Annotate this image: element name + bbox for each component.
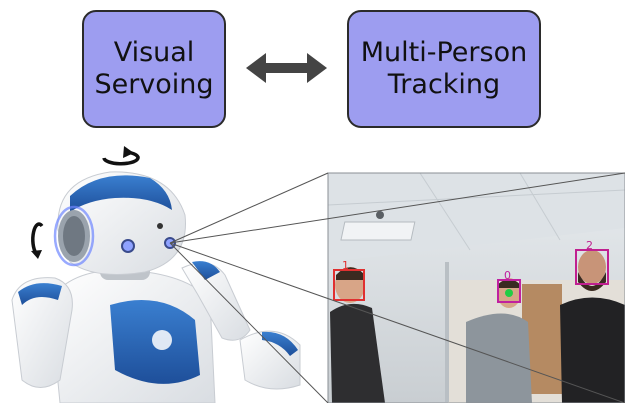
double-arrow-icon	[246, 53, 327, 83]
rotate-yaw-icon	[102, 146, 140, 166]
multi-person-tracking-box: Multi-Person Tracking	[347, 10, 541, 128]
tracking-box-0	[497, 279, 521, 303]
view-frustum-lines	[169, 172, 625, 403]
nao-robot-image	[11, 171, 301, 403]
tracking-box-1	[333, 269, 365, 301]
tracking-box-2	[575, 249, 609, 285]
tracking-id-2: 2	[586, 239, 593, 252]
tracking-id-0: 0	[504, 269, 511, 282]
camera-frame-image: 1 0 2	[328, 173, 625, 403]
tracking-id-1: 1	[342, 259, 349, 272]
visual-servoing-box: Visual Servoing	[82, 10, 226, 128]
rotate-pitch-icon	[31, 222, 44, 259]
